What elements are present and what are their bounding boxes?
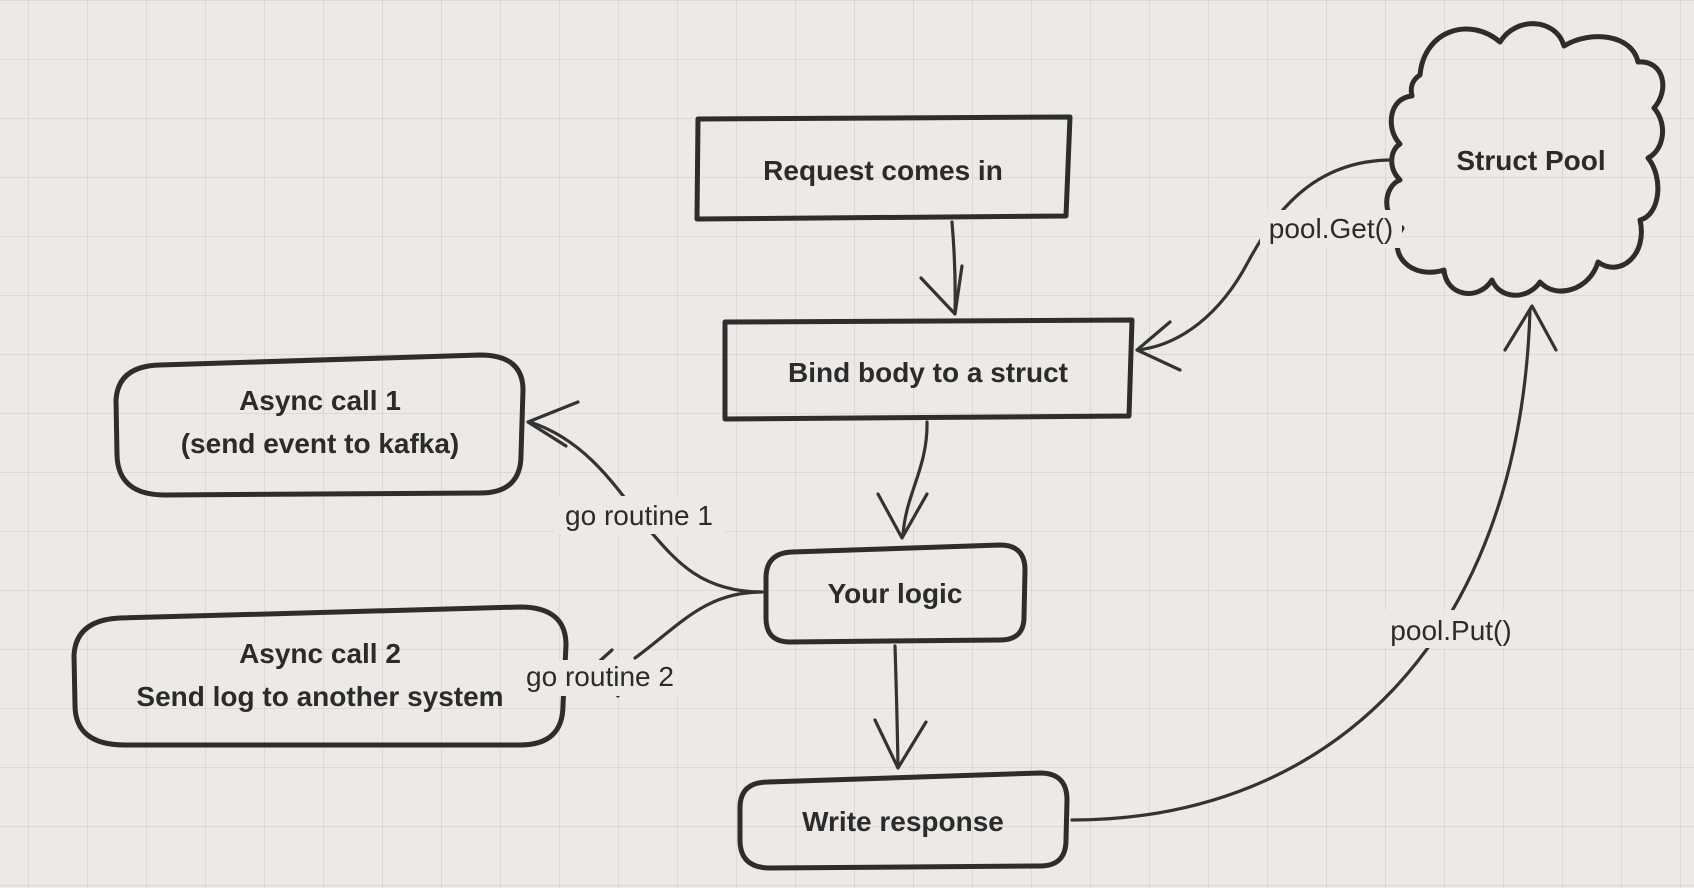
node-write[interactable]: Write response [737, 770, 1070, 871]
edge-put: pool.Put() [1070, 304, 1558, 822]
node-async1-line1: Async call 1 [239, 385, 401, 416]
edge-go2-label-bg [518, 660, 684, 696]
edge-get: pool.Get() [1135, 158, 1402, 372]
edge-request-to-bind [919, 220, 964, 316]
edge-bind-to-logic [876, 420, 929, 540]
edge-go1-arrowhead [526, 400, 580, 448]
node-async2[interactable]: Async call 2 Send log to another system [71, 604, 569, 748]
edge-bind-to-logic-arrowhead [876, 492, 929, 540]
edge-get-label: pool.Get() [1269, 213, 1394, 244]
edge-put-line [1070, 308, 1532, 822]
node-async1[interactable]: Async call 1 (send event to kafka) [113, 352, 526, 498]
node-bind-label: Bind body to a struct [788, 357, 1068, 388]
edge-go1-label-bg [555, 496, 725, 534]
node-async2-line2: Send log to another system [136, 681, 503, 712]
edge-put-arrowhead [1503, 304, 1558, 352]
edge-logic-to-write-arrowhead [873, 718, 928, 770]
edge-get-line [1136, 158, 1394, 352]
node-async2-box [71, 604, 569, 748]
node-pool-cloud [1384, 21, 1666, 298]
node-request-label: Request comes in [763, 155, 1003, 186]
node-write-box [737, 770, 1070, 871]
node-bind-box [722, 317, 1135, 422]
edge-get-arrowhead [1135, 320, 1182, 372]
edge-request-to-bind-line [950, 220, 957, 314]
node-async2-line1: Async call 2 [239, 638, 401, 669]
edge-logic-to-write [873, 644, 928, 770]
edge-logic-to-write-line [893, 644, 900, 768]
edge-request-to-bind-arrowhead [919, 264, 964, 316]
node-pool-label: Struct Pool [1456, 145, 1605, 176]
node-logic[interactable]: Your logic [763, 542, 1028, 645]
edge-go2-line [633, 590, 764, 660]
node-logic-box [763, 542, 1028, 645]
node-request-box [694, 114, 1073, 222]
node-pool[interactable]: Struct Pool [1384, 21, 1666, 298]
node-async1-box [113, 352, 526, 498]
edge-put-label: pool.Put() [1390, 615, 1511, 646]
node-async1-line2: (send event to kafka) [181, 428, 460, 459]
edge-put-label-bg [1385, 610, 1517, 648]
edge-go2-label: go routine 2 [526, 661, 674, 692]
edge-go1-label: go routine 1 [565, 500, 713, 531]
node-bind[interactable]: Bind body to a struct [722, 317, 1135, 422]
edge-go2: go routine 2 [518, 590, 764, 698]
node-logic-label: Your logic [828, 578, 963, 609]
edge-get-label-bg [1260, 210, 1402, 248]
edge-go1: go routine 1 [526, 400, 764, 594]
node-request[interactable]: Request comes in [694, 114, 1073, 222]
node-write-label: Write response [802, 806, 1004, 837]
edge-bind-to-logic-line [901, 420, 929, 538]
